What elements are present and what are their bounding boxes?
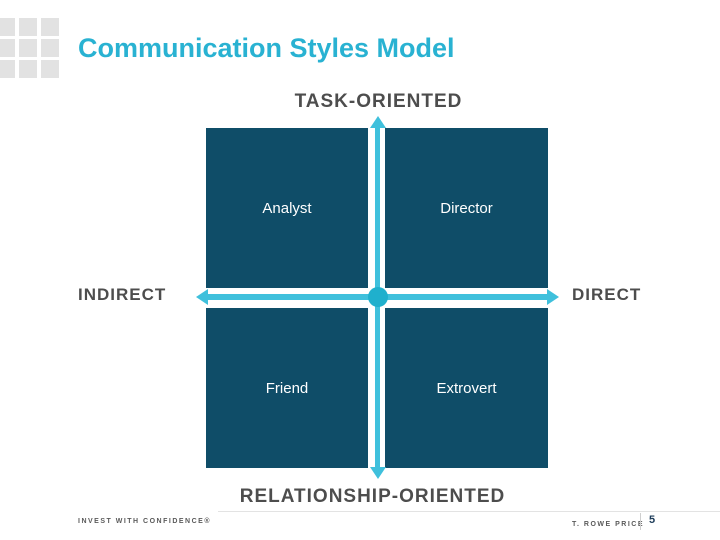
logo-square [41,39,59,57]
footer-tagline: INVEST WITH CONFIDENCE® [78,518,211,525]
arrowhead-up-icon [370,116,386,128]
quadrant-director: Director [385,128,548,288]
page-number: 5 [649,514,656,526]
logo-square [19,39,37,57]
axis-label-indirect: INDIRECT [78,285,167,304]
page-number-divider [640,513,641,530]
arrowhead-down-icon [370,467,386,479]
arrowhead-left-icon [196,289,208,305]
quadrant-extrovert: Extrovert [385,308,548,468]
logo-square [0,18,15,36]
logo-square [0,39,15,57]
footer-brand: T. ROWE PRICE [572,521,645,528]
quadrant-label: Friend [265,379,309,397]
logo-squares-grid [0,18,59,78]
slide-title: Communication Styles Model [78,33,455,63]
quadrant-label: Analyst [262,199,312,217]
axis-label-task-oriented: TASK-ORIENTED [294,91,463,112]
logo-square [41,60,59,78]
axis-label-direct: DIRECT [572,285,642,304]
footer-divider-line [218,511,720,512]
arrowhead-right-icon [547,289,559,305]
quadrant-friend: Friend [206,308,368,468]
quadrant-label: Extrovert [436,379,497,397]
logo-square [41,18,59,36]
quadrant-label: Director [440,199,493,217]
logo-square [19,60,37,78]
logo-square [19,18,37,36]
axis-label-relationship-oriented: RELATIONSHIP-ORIENTED [239,486,506,507]
quadrant-analyst: Analyst [206,128,368,288]
axis-center-dot [368,287,388,307]
logo-square [0,60,15,78]
